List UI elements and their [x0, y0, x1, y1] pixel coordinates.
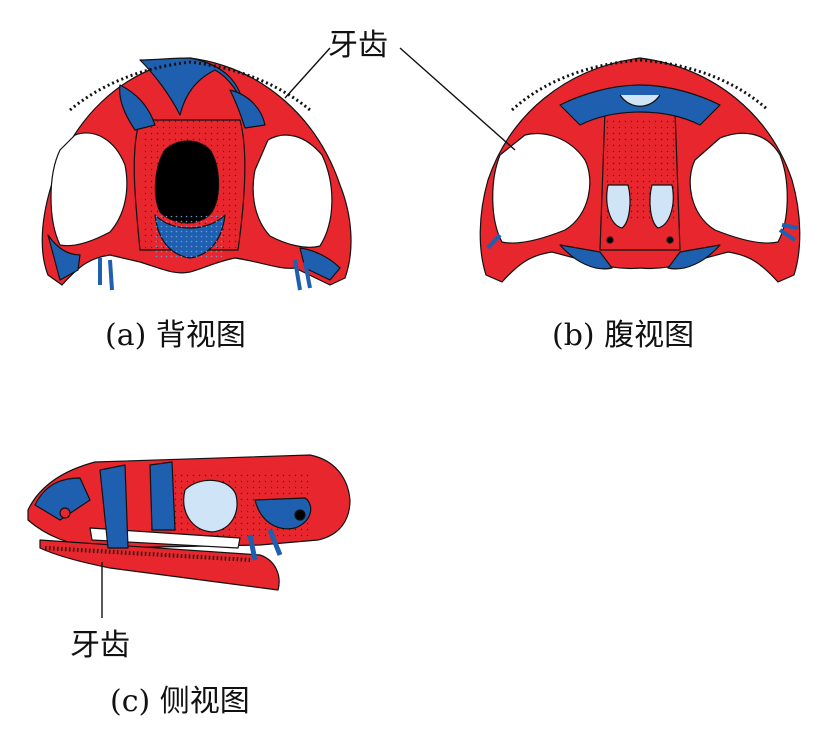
teeth-label-bottom: 牙齿: [70, 628, 130, 663]
caption-dorsal: (a) 背视图: [105, 318, 246, 353]
caption-lateral: (c) 侧视图: [110, 684, 250, 719]
leader-line-ventral: [399, 47, 516, 151]
teeth-leader-lines: [101, 47, 516, 618]
caption-ventral: (b) 腹视图: [552, 318, 695, 353]
leader-line-dorsal: [284, 47, 331, 99]
lateral-skull: [27, 454, 351, 591]
ventral-skull: [479, 57, 801, 283]
teeth-label-top: 牙齿: [328, 28, 388, 63]
dorsal-skull: [41, 57, 352, 291]
